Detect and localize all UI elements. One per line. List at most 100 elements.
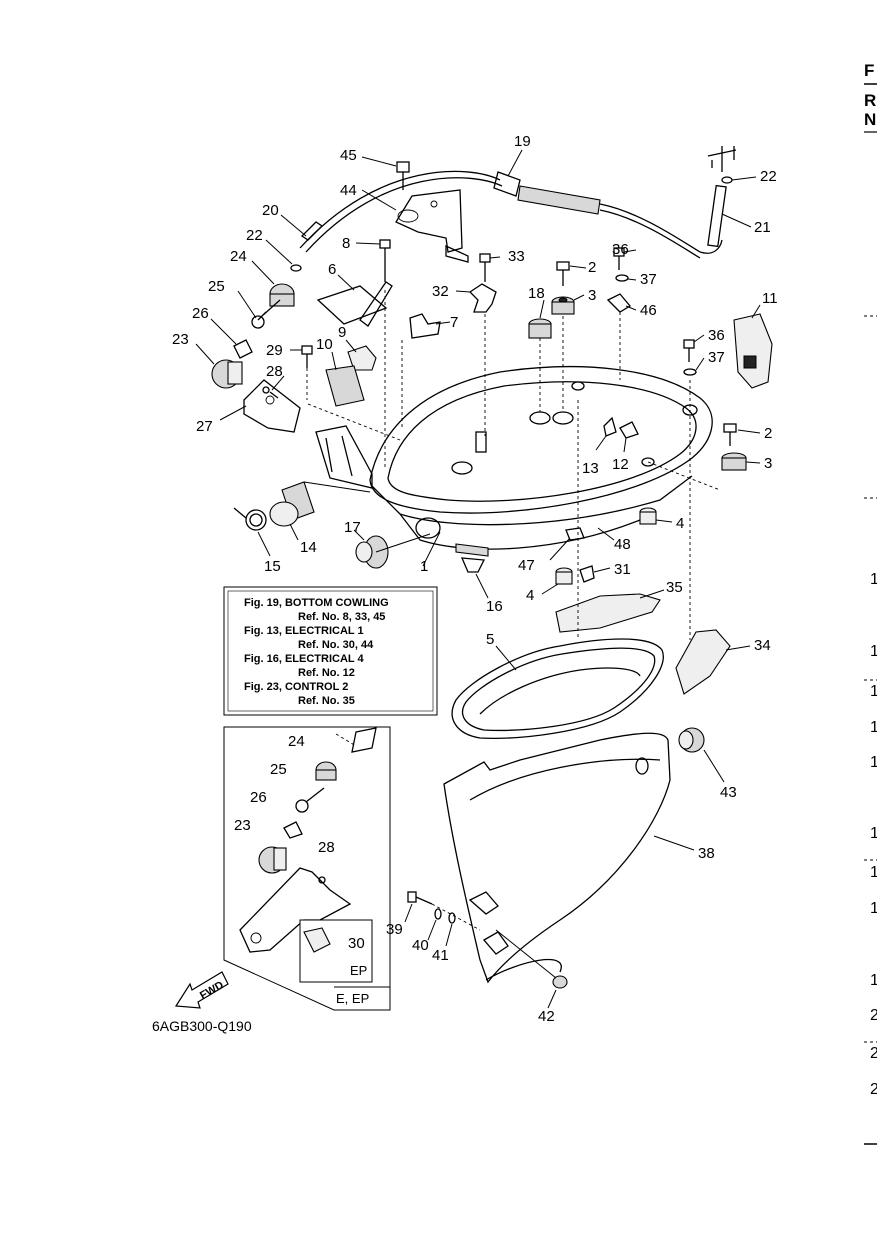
callout-27: 27 — [196, 418, 213, 435]
callout-20: 20 — [262, 202, 279, 219]
callout-32: 32 — [432, 283, 449, 300]
callout-28: 28 — [266, 363, 283, 380]
callout-3: 3 — [588, 287, 596, 304]
reference-box: Fig. 19, BOTTOM COWLING Ref. No. 8, 33, … — [223, 586, 438, 716]
callout-15: 15 — [264, 558, 281, 575]
callout-14: 14 — [300, 539, 317, 556]
edge-fragment: 2 — [870, 1045, 877, 1062]
callout-12: 12 — [612, 456, 629, 473]
cable-assembly — [290, 146, 737, 272]
callout-13: 13 — [582, 460, 599, 477]
center-dampers — [528, 261, 575, 339]
edge-fragment: 1 — [870, 972, 877, 989]
right-bolts — [606, 247, 697, 376]
edge-fragment: N — [864, 110, 876, 129]
lower-small-parts — [455, 416, 657, 585]
right-dampers — [721, 423, 747, 471]
edge-fragment: 1 — [870, 754, 877, 771]
callout-25: 25 — [208, 278, 225, 295]
callout-33: 33 — [508, 248, 525, 265]
callout-35: 35 — [666, 579, 683, 596]
callout-44: 44 — [340, 182, 357, 199]
callout-47: 47 — [518, 557, 535, 574]
callout-2: 2 — [588, 259, 596, 276]
inset-model-label: E, EP — [336, 991, 369, 1006]
callout-23: 23 — [234, 817, 251, 834]
fwd-label: FWD — [198, 979, 226, 1002]
edge-fragment: 1 — [870, 719, 877, 736]
callout-11: 11 — [762, 290, 778, 307]
left-lower-fittings — [233, 481, 389, 569]
main-bottom-pan — [315, 366, 713, 550]
edge-fragment: 1 — [870, 683, 877, 700]
edge-fragment: 1 — [870, 825, 877, 842]
leader-lines — [195, 149, 761, 1009]
callout-5: 5 — [486, 631, 494, 648]
callout-4: 4 — [676, 515, 684, 532]
callout-10: 10 — [316, 336, 333, 353]
inset-sub-label: EP — [350, 963, 367, 978]
callout-46: 46 — [640, 302, 657, 319]
callout-36: 36 — [612, 241, 629, 258]
callout-48: 48 — [614, 536, 631, 553]
callout-37: 37 — [640, 271, 657, 288]
callout-24: 24 — [230, 248, 247, 265]
callout-22: 22 — [760, 168, 777, 185]
diagram-code: 6AGB300-Q190 — [152, 1018, 252, 1034]
brackets-34-35 — [555, 593, 731, 695]
edge-fragment: F — [864, 61, 874, 80]
callout-39: 39 — [386, 921, 403, 938]
ref-line: Fig. 19, BOTTOM COWLING — [244, 597, 389, 609]
bracket-44 — [395, 161, 469, 263]
callout-18: 18 — [528, 285, 545, 302]
ref-line: Fig. 23, CONTROL 2 — [244, 681, 348, 693]
callout-6: 6 — [328, 261, 336, 278]
callout-34: 34 — [754, 637, 771, 654]
callout-7: 7 — [450, 314, 458, 331]
callout-9: 9 — [338, 324, 346, 341]
callout-36: 36 — [708, 327, 725, 344]
inset-panel: EP E, EP — [223, 726, 391, 1011]
callout-17: 17 — [344, 519, 361, 536]
callout-8: 8 — [342, 235, 350, 252]
lower-cover-38 — [443, 732, 671, 984]
callout-25: 25 — [270, 761, 287, 778]
callout-16: 16 — [486, 598, 503, 615]
callout-21: 21 — [754, 219, 771, 236]
edge-fragment: 2 — [870, 1007, 877, 1024]
callout-41: 41 — [432, 947, 449, 964]
upper-bracket-6 — [316, 239, 441, 407]
callout-numbers: 19 45 22 44 20 21 22 8 36 24 33 2 6 37 2… — [172, 133, 778, 1025]
callout-40: 40 — [412, 937, 429, 954]
right-edge-fragments: F R N 1 1 1 1 1 1 1 1 1 2 2 2 — [864, 61, 877, 1145]
alignment-lines — [306, 290, 721, 931]
callout-23: 23 — [172, 331, 189, 348]
callout-3: 3 — [764, 455, 772, 472]
clip-32-bolt-33 — [468, 253, 497, 313]
part-11 — [733, 313, 773, 389]
callout-26: 26 — [192, 305, 209, 322]
callout-19: 19 — [514, 133, 531, 150]
edge-fragment: 2 — [870, 1081, 877, 1098]
callout-42: 42 — [538, 1008, 555, 1025]
edge-fragment: 1 — [870, 864, 877, 881]
callout-31: 31 — [614, 561, 631, 578]
callout-4: 4 — [526, 587, 534, 604]
cover-fasteners — [407, 727, 705, 989]
callout-22: 22 — [246, 227, 263, 244]
ref-line: Ref. No. 12 — [298, 667, 355, 679]
edge-fragment: 1 — [870, 900, 877, 917]
ref-line: Fig. 13, ELECTRICAL 1 — [244, 625, 364, 637]
ref-line: Ref. No. 35 — [298, 695, 355, 707]
callout-29: 29 — [266, 342, 283, 359]
callout-28: 28 — [318, 839, 335, 856]
left-fittings — [211, 283, 313, 433]
ref-line: Fig. 16, ELECTRICAL 4 — [244, 653, 364, 665]
edge-fragment: 1 — [870, 571, 877, 588]
edge-fragment: R — [864, 91, 876, 110]
callout-2: 2 — [764, 425, 772, 442]
ref-line: Ref. No. 8, 33, 45 — [298, 611, 385, 623]
edge-fragment: 1 — [870, 643, 877, 660]
callout-37: 37 — [708, 349, 725, 366]
